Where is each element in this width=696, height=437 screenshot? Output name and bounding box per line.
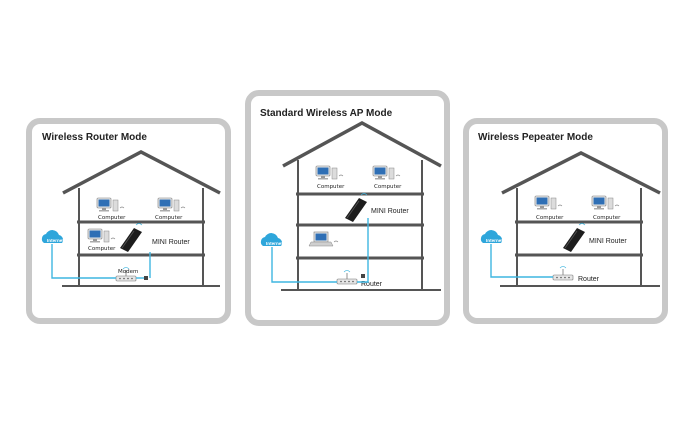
computer-icon (96, 197, 125, 212)
mini-router-icon (119, 223, 143, 253)
router-label: Router (578, 276, 600, 283)
computer-icon (534, 195, 563, 210)
internet-label: Internet (486, 238, 503, 243)
panel-title: Standard Wireless AP Mode (260, 108, 393, 119)
mini-router-label: MINI Router (589, 238, 627, 245)
computer-icon (591, 195, 620, 210)
house-2 (281, 121, 442, 291)
house-1 (62, 150, 221, 287)
router-icon (336, 270, 358, 285)
modem-label: Modem (118, 269, 138, 275)
cables-2 (271, 218, 369, 283)
panel-title: Wireless Pepeater Mode (478, 132, 593, 143)
internet-label: Internet (47, 238, 64, 243)
computer-label: Computer (536, 215, 564, 221)
computer-icon (157, 197, 186, 212)
house-3 (500, 151, 661, 287)
router-icon (552, 266, 574, 281)
internet-label: Internet (266, 241, 283, 246)
computer-label: Computer (317, 184, 345, 190)
computer-icon (87, 228, 116, 243)
laptop-icon (308, 231, 339, 247)
port-icon (361, 274, 365, 278)
cables-3 (490, 244, 553, 278)
port-icon (144, 276, 148, 280)
computer-label: Computer (374, 184, 402, 190)
computer-label: Computer (155, 215, 183, 221)
computer-icon (372, 165, 401, 180)
mini-router-label: MINI Router (371, 208, 409, 215)
mini-router-label: MINI Router (152, 239, 190, 246)
mini-router-icon (344, 193, 368, 223)
mini-router-icon (562, 223, 586, 253)
computer-label: Computer (98, 215, 126, 221)
computer-label: Computer (593, 215, 621, 221)
computer-label: Computer (88, 246, 116, 252)
computer-icon (315, 165, 344, 180)
router-label: Router (361, 281, 383, 288)
panel-title: Wireless Router Mode (42, 132, 147, 143)
